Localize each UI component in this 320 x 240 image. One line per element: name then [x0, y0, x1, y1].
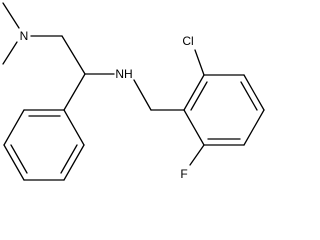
bond-ch2-ch	[61, 35, 86, 75]
bond-c-cl	[194, 49, 205, 76]
ring-bond	[243, 109, 265, 146]
phenyl-bond	[3, 144, 25, 181]
bond-methyl-upper	[2, 2, 20, 29]
structure-diagram: N NH Cl F	[2, 2, 265, 181]
atom-label-n: N	[20, 29, 29, 43]
ring-bond	[183, 74, 205, 111]
bond-ch-phenyl	[63, 73, 86, 111]
atom-label-f: F	[180, 167, 187, 181]
halophenyl-ring	[183, 74, 265, 146]
phenyl-bond	[3, 109, 25, 146]
bond-methyl-lower	[2, 41, 18, 65]
phenyl-ring	[3, 109, 85, 181]
phenyl-bond	[63, 109, 85, 146]
phenyl-double-bond	[60, 144, 78, 174]
bond-c-f	[189, 144, 205, 166]
ring-double-bond	[240, 81, 258, 111]
bond-nh-ch2	[133, 79, 152, 111]
atom-label-cl: Cl	[182, 34, 193, 48]
phenyl-double-bond	[10, 144, 28, 174]
dimethylamino-group: N	[2, 2, 63, 65]
ring-double-bond	[190, 81, 208, 111]
phenyl-bond	[63, 144, 85, 181]
ring-bond	[243, 74, 265, 111]
ethyl-chain	[61, 35, 115, 111]
ring-bond	[183, 109, 205, 146]
atom-label-nh: NH	[115, 67, 132, 81]
